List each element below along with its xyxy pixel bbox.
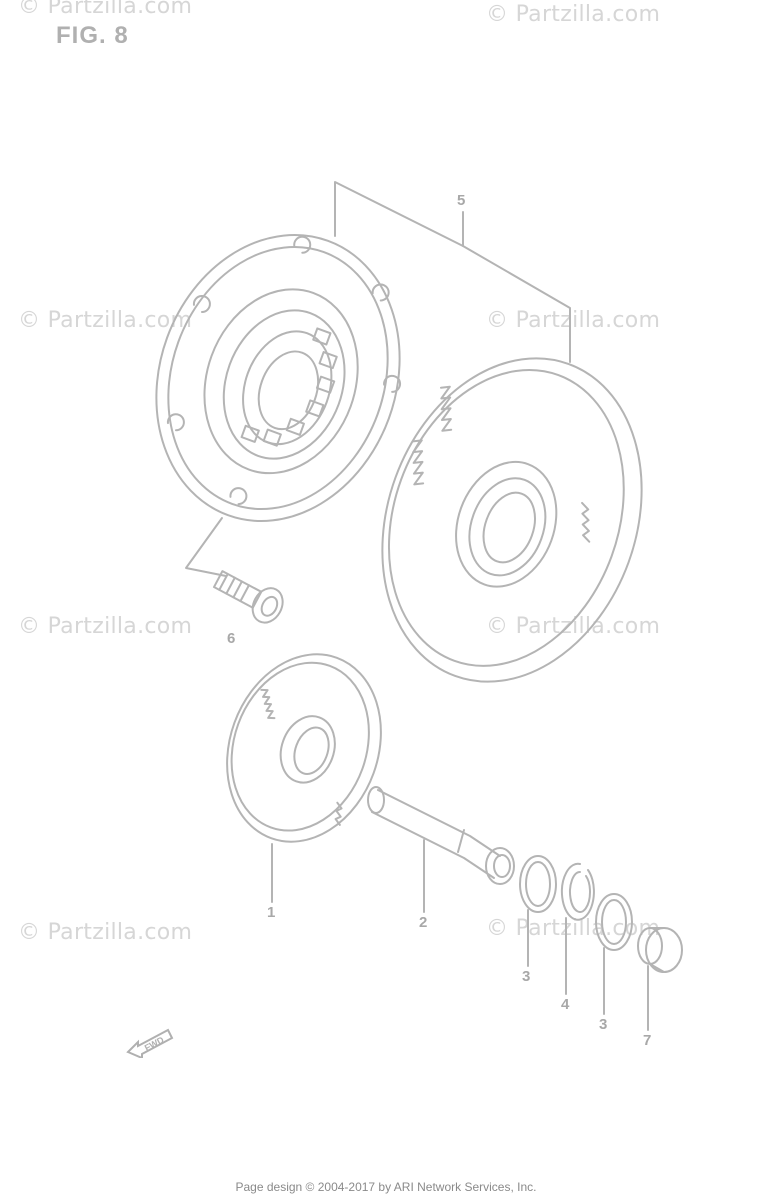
forward-direction-indicator: FWD xyxy=(126,1024,176,1063)
washer-left xyxy=(519,855,557,913)
forward-arrow-icon: FWD xyxy=(126,1028,174,1060)
watermark: © Partzilla.com xyxy=(486,2,661,27)
callout-number: 7 xyxy=(643,1032,652,1049)
watermark: © Partzilla.com xyxy=(18,920,193,945)
callout-bracket-5 xyxy=(334,181,571,363)
callout-number: 6 xyxy=(227,630,236,647)
watermark: © Partzilla.com xyxy=(18,308,193,333)
starter-clutch-body xyxy=(155,233,401,523)
starter-driven-gear xyxy=(381,357,643,683)
page-footer: Page design © 2004-2017 by ARI Network S… xyxy=(235,1180,537,1194)
callout-number: 4 xyxy=(561,996,570,1013)
bushing-cap xyxy=(637,927,683,973)
callout-number: 1 xyxy=(267,904,276,921)
watermark: © Partzilla.com xyxy=(18,614,193,639)
watermark: © Partzilla.com xyxy=(486,614,661,639)
fwd-label: FWD xyxy=(143,1034,166,1053)
clutch-bolt xyxy=(212,570,284,624)
callout-number: 3 xyxy=(599,1016,608,1033)
callout-number: 2 xyxy=(419,914,428,931)
idle-gear xyxy=(226,653,382,843)
callout-number: 5 xyxy=(457,192,466,209)
callout-leader-6 xyxy=(185,517,227,577)
circlip xyxy=(560,862,595,921)
watermark: © Partzilla.com xyxy=(486,308,661,333)
callout-number: 3 xyxy=(522,968,531,985)
watermark: © Partzilla.com xyxy=(18,0,193,19)
washer-right xyxy=(595,893,633,951)
figure-title: FIG. 8 xyxy=(56,22,129,49)
idle-gear-shaft xyxy=(367,786,515,885)
